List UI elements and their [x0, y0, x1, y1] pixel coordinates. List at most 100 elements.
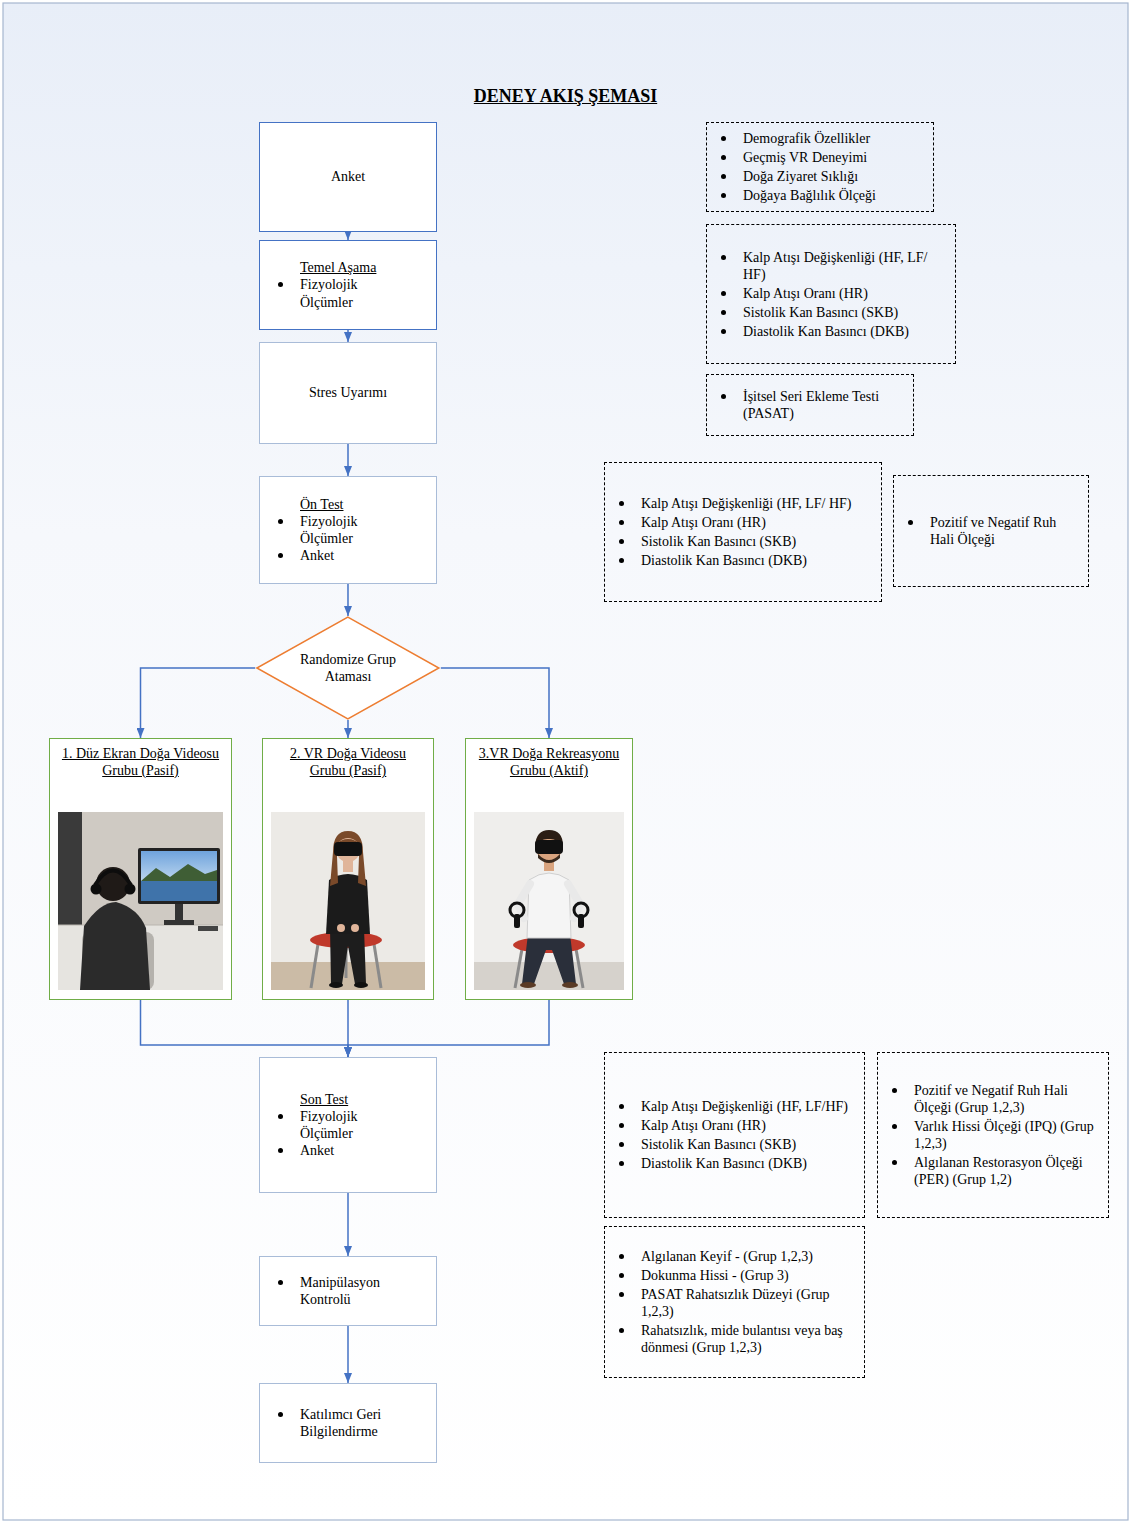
flat-screen-photo	[141, 881, 217, 901]
bullet-item: Katılımcı Geri Bilgilendirme	[300, 1406, 400, 1440]
process-box: Katılımcı Geri Bilgilendirme	[259, 1383, 437, 1463]
flow-arrow	[347, 584, 349, 616]
flow-arrow	[441, 668, 549, 738]
bullet-item: Kalp Atışı Değişkenliği (HF, LF/ HF)	[641, 495, 873, 512]
title-wrap: DENEY AKIŞ ŞEMASI	[0, 86, 1131, 107]
bullet-item: Varlık Hissi Ölçeği (IPQ) (Grup 1,2,3)	[914, 1118, 1100, 1152]
group-ground	[49, 738, 633, 1000]
flat-screen-photo	[95, 871, 131, 886]
flow-arrow	[347, 720, 349, 738]
flat-screen-photo	[58, 812, 223, 990]
note-box: İşitsel Seri Ekleme Testi (PASAT)	[706, 374, 914, 436]
bullet-item: Kalp Atışı Oranı (HR)	[641, 1117, 856, 1134]
flat-screen-photo	[141, 851, 217, 881]
flat-screen-photo	[96, 867, 130, 901]
bullet-item: Sistolik Kan Basıncı (SKB)	[641, 1136, 856, 1153]
vr-recreation-photo	[474, 962, 624, 990]
box-heading: Son Test	[300, 1091, 428, 1108]
diamond-outline	[255, 616, 441, 720]
group-title: 1. Düz Ekran Doğa Videosu Grubu (Pasif)	[58, 745, 223, 779]
bullet-item: Geçmiş VR Deneyimi	[743, 149, 925, 166]
bullet-item: Fizyolojik Ölçümler	[300, 276, 400, 310]
vr-recreation-photo	[535, 840, 563, 854]
vr-recreation-photo	[520, 982, 536, 988]
bullet-item: Diastolik Kan Basıncı (DKB)	[641, 1155, 856, 1172]
vr-video-photo	[271, 812, 425, 990]
bullet-item: Dokunma Hissi - (Grup 3)	[641, 1267, 856, 1284]
vr-recreation-photo	[515, 949, 522, 988]
flat-screen-photo	[58, 812, 82, 930]
vr-recreation-photo	[514, 914, 520, 928]
bullet-item: İşitsel Seri Ekleme Testi (PASAT)	[743, 388, 905, 422]
process-box: Son TestFizyolojik ÖlçümlerAnket	[259, 1057, 437, 1193]
flat-screen-photo	[138, 848, 220, 904]
bullet-item: Pozitif ve Negatif Ruh Hali Ölçeği	[930, 514, 1080, 548]
vr-video-photo	[311, 944, 318, 988]
flow-arrow	[347, 330, 349, 342]
vr-video-photo	[354, 982, 368, 988]
group-ground	[49, 738, 232, 1000]
process-box: Ön TestFizyolojik ÖlçümlerAnket	[259, 476, 437, 584]
process-box: Temel AşamaFizyolojik Ölçümler	[259, 240, 437, 330]
bullet-item: Algılanan Restorasyon Ölçeği (PER) (Grup…	[914, 1154, 1100, 1188]
bullet-item: Anket	[300, 1142, 400, 1159]
bullet-item: Kalp Atışı Değişkenliği (HF, LF/ HF)	[743, 249, 947, 283]
flat-screen-photo	[175, 904, 183, 922]
bullet-item: Demografik Özellikler	[743, 130, 925, 147]
bullet-item: Doğa Ziyaret Sıklığı	[743, 168, 925, 185]
flow-arrow	[347, 444, 349, 476]
flow-arrow	[347, 1193, 349, 1256]
vr-recreation-photo	[522, 934, 576, 984]
flow-arrow	[348, 1000, 549, 1057]
box-heading: Ön Test	[300, 496, 428, 513]
group-ground	[465, 738, 633, 1000]
box-text: Stres Uyarımı	[268, 384, 428, 401]
group-title: 2. VR Doğa Videosu Grubu (Pasif)	[271, 745, 425, 779]
bullet-item: Diastolik Kan Basıncı (DKB)	[743, 323, 947, 340]
vr-recreation-photo	[562, 982, 578, 988]
note-box: Demografik ÖzelliklerGeçmiş VR DeneyimiD…	[706, 122, 934, 212]
flat-screen-photo	[91, 884, 102, 895]
box-heading: Temel Aşama	[300, 259, 428, 276]
bullet-item: Rahatsızlık, mide bulantısı veya baş dön…	[641, 1322, 856, 1356]
note-box: Algılanan Keyif - (Grup 1,2,3)Dokunma Hi…	[604, 1226, 865, 1378]
vr-video-photo	[271, 812, 425, 990]
flat-screen-photo	[198, 926, 218, 931]
flat-screen-photo	[58, 812, 223, 990]
group-title: 3.VR Doğa Rekreasyonu Grubu (Aktif)	[474, 745, 624, 779]
vr-video-photo	[330, 928, 366, 984]
bullet-item: Sistolik Kan Basıncı (SKB)	[743, 304, 947, 321]
flat-screen-photo	[141, 864, 217, 881]
decision-text: Randomize Grup Ataması	[289, 651, 407, 685]
vr-video-photo	[337, 924, 345, 932]
bullet-item: Anket	[300, 547, 400, 564]
bullet-item: Pozitif ve Negatif Ruh Hali Ölçeği (Grup…	[914, 1082, 1100, 1116]
page-frame	[3, 3, 1128, 1520]
flow-arrow	[141, 668, 256, 738]
flow-arrow	[347, 1326, 349, 1383]
flow-arrow	[141, 1000, 349, 1057]
bullet-item: Fizyolojik Ölçümler	[300, 513, 400, 547]
note-box: Kalp Atışı Değişkenliği (HF, LF/ HF) Kalp…	[604, 462, 882, 602]
vr-video-photo	[329, 982, 343, 988]
vr-recreation-photo	[474, 812, 624, 990]
diamond-outline	[257, 617, 439, 719]
box-text: Anket	[268, 168, 428, 185]
diagram-title: DENEY AKIŞ ŞEMASI	[474, 86, 657, 106]
bullet-item: Fizyolojik Ölçümler	[300, 1108, 400, 1142]
bullet-item: Kalp Atışı Oranı (HR)	[743, 285, 947, 302]
vr-video-photo	[334, 842, 362, 856]
vr-video-photo	[271, 962, 425, 990]
vr-video-photo	[351, 924, 359, 932]
bullet-item: Sistolik Kan Basıncı (SKB)	[641, 533, 873, 550]
note-box: Kalp Atışı Değişkenliği (HF, LF/HF)Kalp …	[604, 1052, 865, 1218]
vr-video-photo	[330, 831, 366, 886]
group-ground	[262, 738, 434, 1000]
flat-screen-photo	[80, 902, 150, 990]
vr-recreation-photo	[474, 812, 624, 990]
bullet-item: Manipülasyon Kontrolü	[300, 1274, 400, 1308]
page-frame	[3, 3, 1128, 1520]
bullet-item: Kalp Atışı Oranı (HR)	[641, 514, 873, 531]
vr-recreation-photo	[578, 914, 584, 928]
